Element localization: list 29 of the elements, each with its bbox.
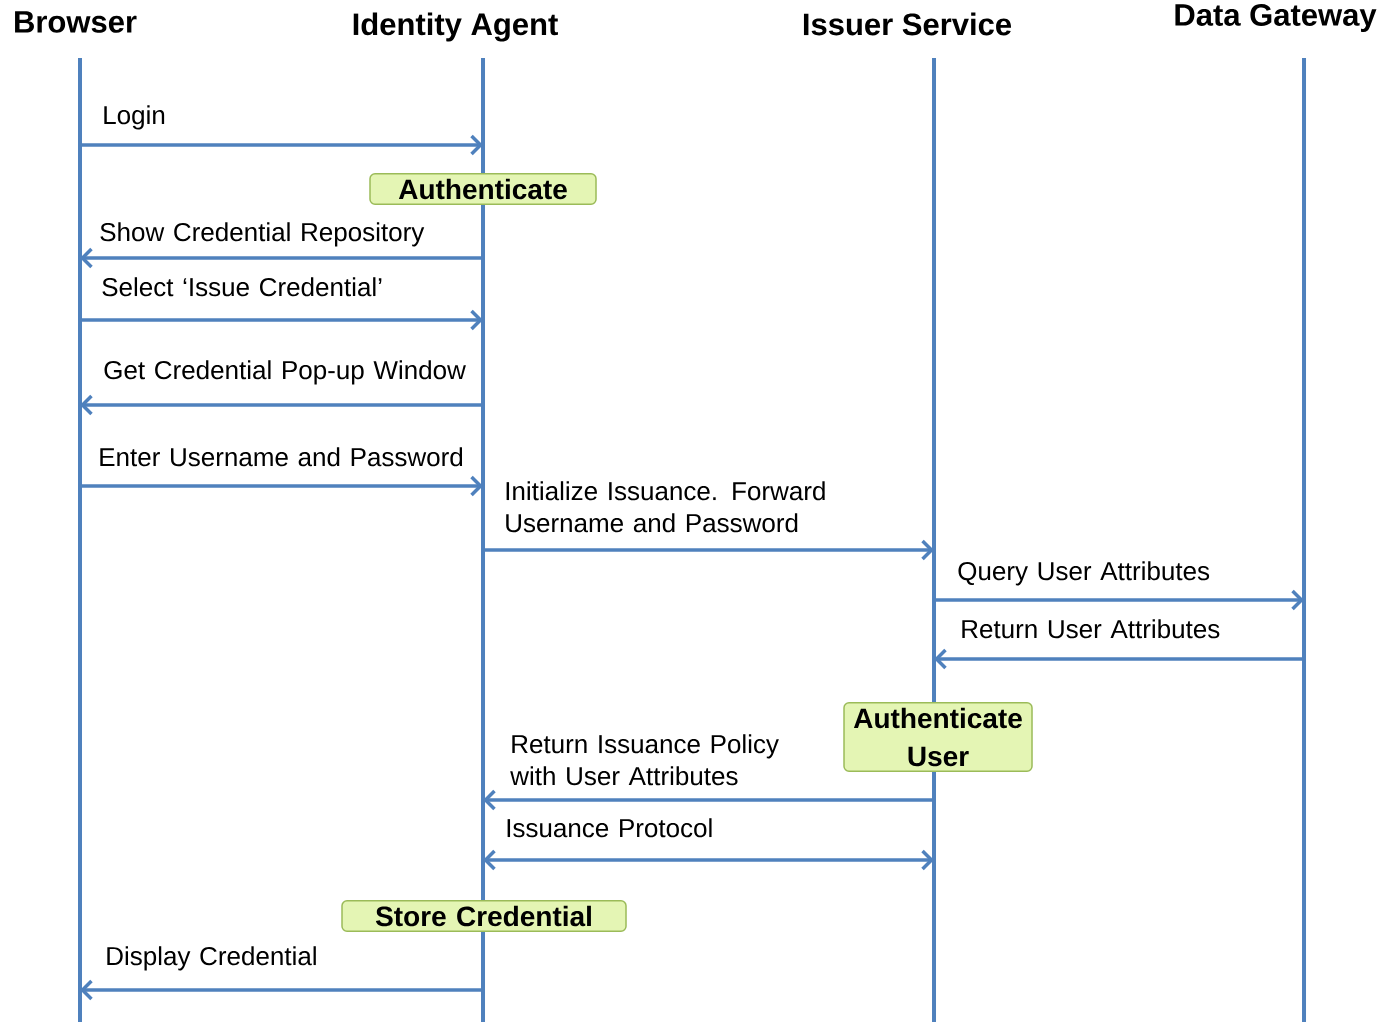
arrow bbox=[483, 849, 934, 871]
edge-label: Initialize Issuance. Forward Username and Password bbox=[506, 481, 825, 533]
arrow bbox=[80, 979, 483, 1001]
edge-label: Return Issuance Policy with User Attributes bbox=[510, 734, 779, 786]
activity-box: Authenticate User bbox=[843, 702, 1033, 773]
edge-label: Select ‘Issue Credential’ bbox=[102, 277, 382, 297]
activity-box: Authenticate bbox=[369, 172, 597, 206]
arrow bbox=[934, 589, 1304, 611]
arrow bbox=[80, 134, 483, 156]
lifeline-header: Identity Agent bbox=[353, 12, 558, 42]
edge-label: Display Credential bbox=[107, 946, 316, 971]
lifeline-header: Browser bbox=[15, 11, 137, 33]
edge-label: Enter Username and Password bbox=[100, 447, 463, 467]
arrow bbox=[483, 789, 934, 811]
lifeline-header: Data Gateway bbox=[1175, 3, 1377, 33]
edge-label: Get Credential Pop-up Window bbox=[104, 360, 466, 385]
arrow bbox=[80, 309, 483, 331]
arrow bbox=[934, 648, 1304, 670]
arrow bbox=[80, 475, 483, 497]
edge-label: Query User Attributes bbox=[958, 561, 1210, 586]
edge-label: Issuance Protocol bbox=[507, 818, 712, 838]
edge-label: Return User Attributes bbox=[962, 619, 1220, 639]
arrow bbox=[80, 394, 483, 416]
activity-box: Store Credential bbox=[341, 900, 627, 933]
arrow bbox=[80, 247, 483, 269]
arrow bbox=[483, 539, 934, 561]
edge-label: Login bbox=[104, 105, 165, 130]
lifeline-header: Issuer Service bbox=[803, 12, 1012, 36]
edge-label: Show Credential Repository bbox=[100, 222, 425, 247]
